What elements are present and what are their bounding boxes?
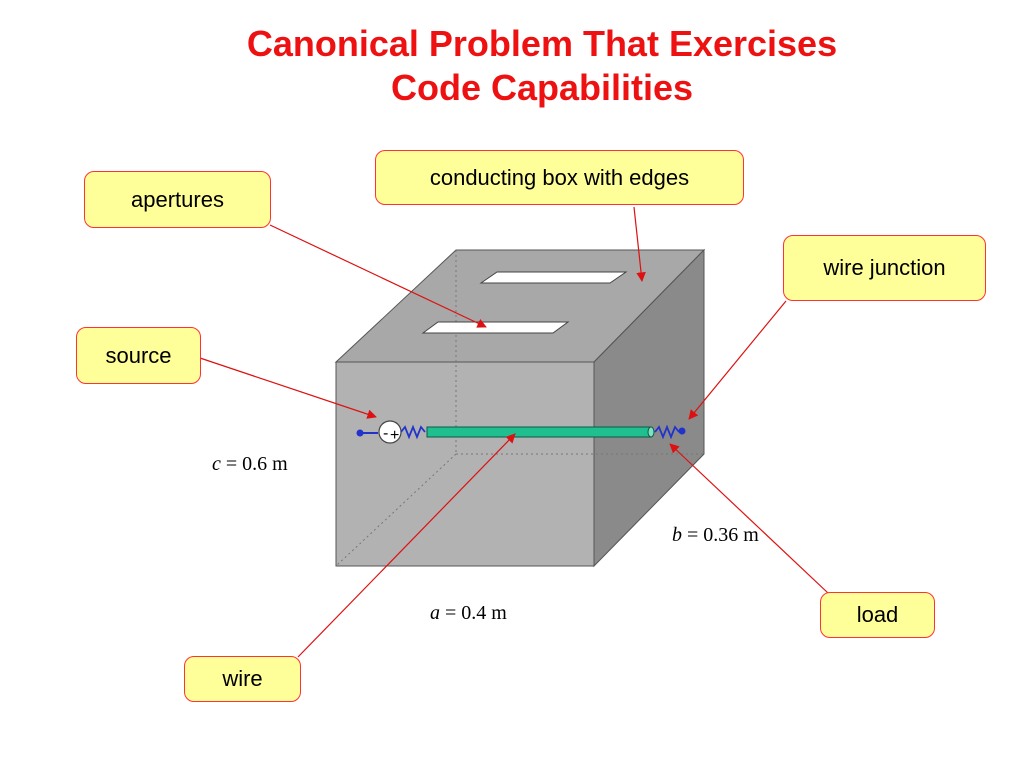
leader-source: [199, 357, 377, 419]
callout-wire-label: wire: [222, 666, 263, 691]
dimension-a: a = 0.4 m: [430, 602, 507, 625]
dimension-b-value: = 0.36 m: [682, 524, 759, 546]
callout-wire: wire: [184, 656, 301, 702]
callout-apertures-label: apertures: [131, 186, 224, 212]
load-terminal-dot: [678, 427, 686, 435]
callout-source: source: [76, 327, 201, 384]
leader-wire-junction: [688, 300, 787, 420]
callout-wire-junction: wire junction: [783, 235, 986, 301]
dimension-c-var: c: [212, 453, 221, 475]
source-coil: [400, 424, 426, 440]
aperture-front: [421, 321, 570, 334]
aperture-rear: [479, 271, 628, 284]
slide-title: Canonical Problem That Exercises Code Ca…: [0, 22, 1024, 110]
box-hidden-edges: [335, 250, 704, 567]
dimension-b-var: b: [672, 524, 682, 546]
callout-conducting-box: conducting box with edges: [375, 150, 744, 205]
title-line-1: Canonical Problem That Exercises: [246, 23, 838, 64]
callout-apertures: apertures: [84, 171, 271, 228]
title-line-2: Code Capabilities: [390, 67, 694, 108]
dimension-c-value: = 0.6 m: [220, 453, 288, 475]
dimension-b: b = 0.36 m: [672, 524, 759, 547]
callout-load-label: load: [856, 602, 899, 627]
wire-end-cap: [647, 426, 655, 438]
load-coil: [654, 424, 680, 440]
callout-load: load: [820, 592, 935, 638]
box-front-face: [335, 361, 595, 567]
dimension-a-var: a: [430, 602, 440, 624]
source-terminal-dot: [356, 429, 364, 437]
source-symbol: - +: [378, 420, 402, 444]
leader-load: [669, 443, 829, 594]
leader-apertures: [269, 224, 487, 328]
wire-conductor: [426, 426, 652, 438]
leader-box: [633, 206, 646, 282]
leader-wire: [297, 433, 516, 658]
dimension-a-value: = 0.4 m: [440, 602, 507, 624]
source-minus: -: [383, 425, 388, 442]
callout-source-label: source: [105, 342, 172, 368]
dimension-c: c = 0.6 m: [212, 453, 288, 476]
callout-wire-junction-label: wire junction: [823, 255, 946, 280]
source-plus: +: [390, 427, 399, 444]
callout-conducting-box-label: conducting box with edges: [429, 164, 690, 190]
